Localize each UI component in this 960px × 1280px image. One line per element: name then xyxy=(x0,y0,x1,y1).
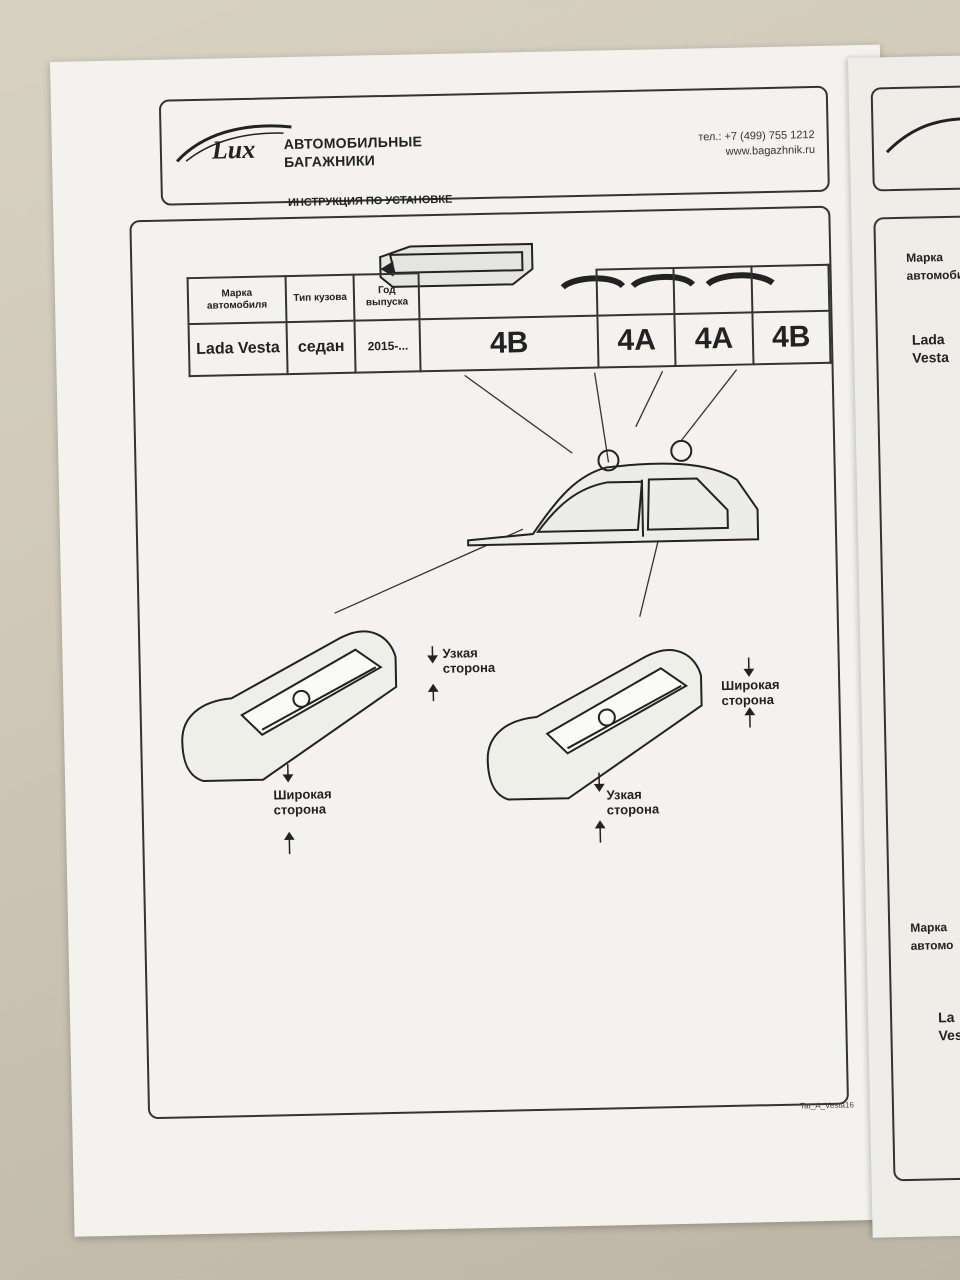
instruction-sheet: Lux АВТОМОБИЛЬНЫЕ БАГАЖНИКИ тел.: +7 (49… xyxy=(50,44,905,1237)
part-4b-icon xyxy=(379,242,534,288)
header-year: Год выпуска xyxy=(353,273,420,321)
side-row-fragment: Lada Vesta xyxy=(911,331,950,366)
cell-part-1: 4B xyxy=(419,315,599,372)
cell-make: Lada Vesta xyxy=(188,322,288,377)
wide-side-label-2: Широкая сторона xyxy=(721,676,780,709)
part-image-cell xyxy=(418,269,598,320)
header-frame: Lux АВТОМОБИЛЬНЫЕ БАГАЖНИКИ тел.: +7 (49… xyxy=(158,85,830,206)
part-image-cell xyxy=(673,266,753,314)
cell-body-type: седан xyxy=(286,320,357,375)
roof-foot-right xyxy=(486,649,703,801)
brand-name: АВТОМОБИЛЬНЫЕ БАГАЖНИКИ xyxy=(284,132,423,171)
lux-logo-fragment xyxy=(885,117,960,154)
side-header-frame xyxy=(870,84,960,192)
cell-part-2: 4A xyxy=(597,313,676,368)
dimension-arrows xyxy=(282,646,756,855)
side-bottom-row-fragment: La Ves xyxy=(937,1008,960,1044)
svg-text:Lux: Lux xyxy=(211,135,256,165)
installation-diagram xyxy=(181,242,775,855)
part-4a-icon-2 xyxy=(630,273,696,289)
part-4a-icon-1 xyxy=(560,275,626,290)
brand-line-1: АВТОМОБИЛЬНЫЕ xyxy=(283,133,423,153)
wide-side-label-1: Широкая сторона xyxy=(273,786,332,818)
cell-year: 2015-... xyxy=(354,319,422,373)
part-4b-icon-2 xyxy=(705,272,775,287)
vehicle-spec-table: Марка автомобиля Тип кузова Год выпуска … xyxy=(187,264,832,377)
adjacent-sheet: Марка автомобиля Lada Vesta Марка автомо… xyxy=(848,55,960,1238)
side-header-fragment: Марка автомобиля xyxy=(906,250,960,283)
footer-code: Tat_A_Vesta16 xyxy=(799,1100,854,1111)
side-main-frame: Марка автомобиля Lada Vesta Марка автомо… xyxy=(873,214,960,1182)
roof-foot-left xyxy=(181,630,398,782)
header-make: Марка автомобиля xyxy=(187,276,287,325)
document-title: ИНСТРУКЦИЯ ПО УСТАНОВКЕ xyxy=(287,193,453,210)
part-image-cell xyxy=(596,267,675,316)
brand-line-2: БАГАЖНИКИ xyxy=(283,152,376,171)
narrow-side-label-1: Узкая сторона xyxy=(442,645,496,676)
header-body-type: Тип кузова xyxy=(285,274,355,323)
main-panel: Марка автомобиля Тип кузова Год выпуска … xyxy=(129,205,850,1120)
cell-part-3: 4A xyxy=(674,312,754,366)
car-illustration xyxy=(467,439,760,547)
part-image-cell xyxy=(751,264,830,313)
website-url: www.bagazhnik.ru xyxy=(725,143,816,158)
cell-part-4: 4B xyxy=(752,310,831,365)
lux-logo: Lux xyxy=(176,124,292,165)
side-bottom-header-fragment: Марка автомо xyxy=(910,920,954,953)
contact-block: тел.: +7 (499) 755 1212 www.bagazhnik.ru xyxy=(698,128,815,160)
narrow-side-label-2: Узкая сторона xyxy=(606,786,660,818)
